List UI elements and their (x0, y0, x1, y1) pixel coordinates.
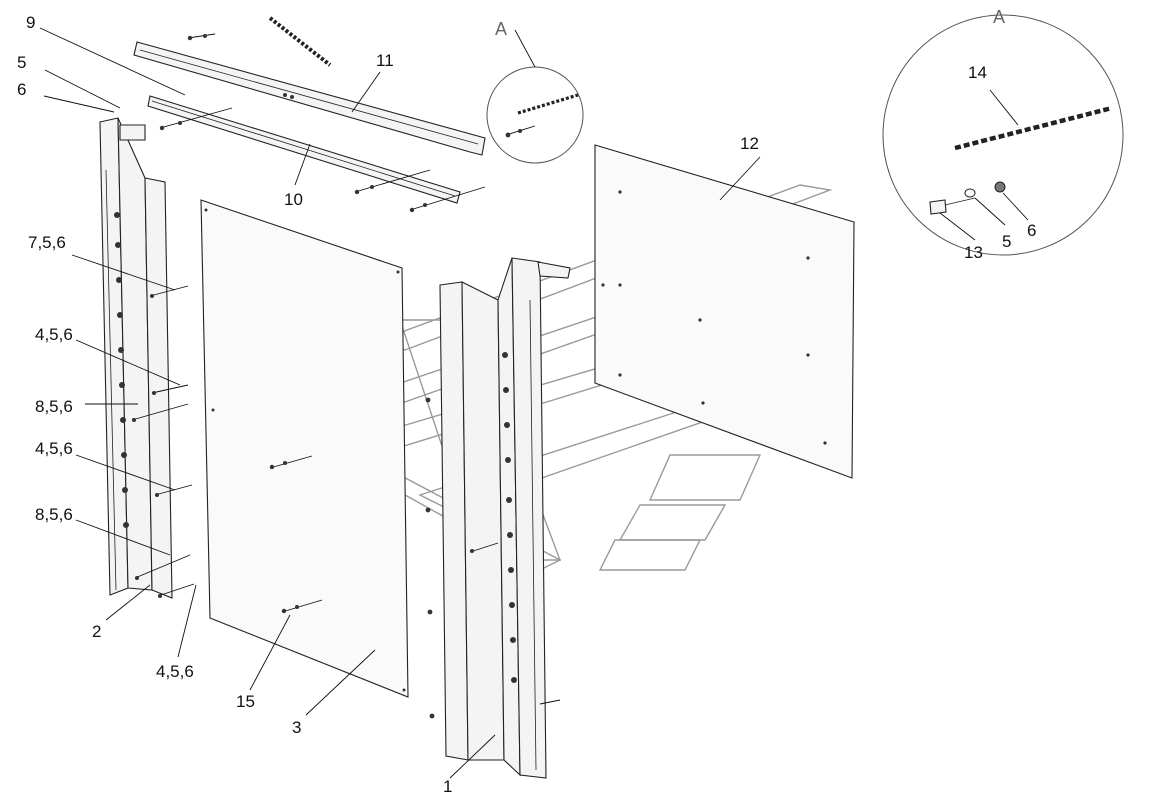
label-9: 9 (26, 13, 35, 32)
left-post-2 (99, 117, 173, 599)
detail-view-label-large: A (993, 7, 1005, 27)
right-panel-12 (594, 144, 855, 479)
label-13: 13 (964, 243, 983, 262)
chain-fragment (268, 16, 332, 67)
label-6: 6 (17, 80, 26, 99)
top-beam-11 (133, 41, 486, 156)
center-panel-3 (200, 199, 409, 698)
label-3: 3 (292, 718, 301, 737)
label-5: 5 (17, 53, 26, 72)
label-14: 14 (968, 63, 987, 82)
detail-view-label-small: A (495, 19, 507, 39)
label-7-5-6: 7,5,6 (28, 233, 66, 252)
label-4-5-6-a: 4,5,6 (35, 325, 73, 344)
label-6-detail: 6 (1027, 221, 1036, 240)
label-10: 10 (284, 190, 303, 209)
label-15: 15 (236, 692, 255, 711)
label-5-detail: 5 (1002, 232, 1011, 251)
label-12: 12 (740, 134, 759, 153)
beam-fasteners (159, 33, 486, 213)
label-8-5-6-a: 8,5,6 (35, 397, 73, 416)
left-post-fasteners (131, 285, 195, 598)
right-post-slots (502, 352, 517, 683)
lower-beam-10 (147, 95, 461, 204)
detail-circle-a-small (486, 29, 584, 164)
label-2: 2 (92, 622, 101, 641)
detail-a-labels: A A 14 13 5 6 (495, 7, 1036, 262)
label-4-5-6-b: 4,5,6 (35, 439, 73, 458)
label-1: 1 (443, 777, 452, 796)
label-11: 11 (376, 51, 394, 70)
label-8-5-6-b: 8,5,6 (35, 505, 73, 524)
detail-circle-a-large (882, 14, 1124, 256)
callout-leaders (39, 27, 761, 779)
label-4-5-6-c: 4,5,6 (156, 662, 194, 681)
callout-labels: 9 5 6 11 10 12 7,5,6 4,5,6 8,5,6 4,5,6 8… (17, 13, 759, 796)
left-post-slots (114, 212, 129, 528)
right-post-1 (425, 257, 571, 779)
